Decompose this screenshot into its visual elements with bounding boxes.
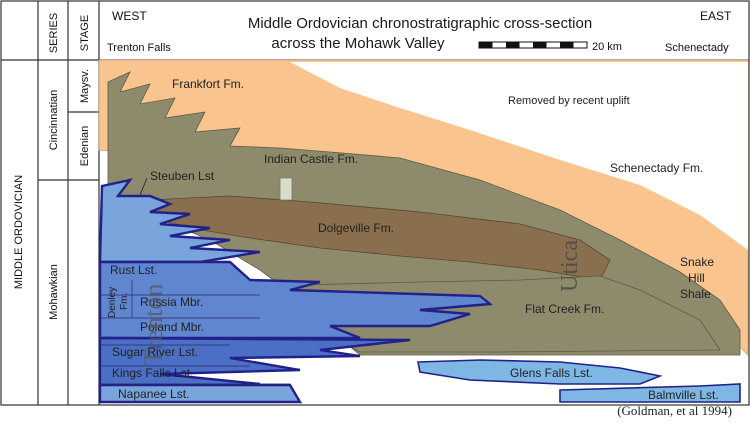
- label-utica: Utica: [557, 240, 583, 292]
- label-steuben: Steuben Lst: [150, 169, 215, 183]
- label-russia: Russia Mbr.: [140, 295, 203, 309]
- balmville-limestone: [559, 383, 741, 403]
- system-label-text: MIDDLE ORDOVICIAN: [13, 175, 25, 289]
- label-denley-2: Fm.: [119, 293, 130, 310]
- bedding-lines: [100, 280, 290, 385]
- scale-bar: [478, 41, 588, 49]
- stage-maysville: Maysv.: [79, 69, 91, 103]
- steuben-limestone: [279, 177, 293, 201]
- scale-label: 20 km: [592, 41, 622, 53]
- label-schenectady: Schenectady Fm.: [610, 161, 703, 175]
- east-place: Schenectady: [665, 42, 729, 54]
- label-denley-1: Denley: [107, 287, 118, 318]
- series-cincinnatian: Cincinnatian: [48, 90, 60, 151]
- label-poland: Poland Mbr.: [140, 320, 204, 334]
- label-sugar-river: Sugar River Lst.: [112, 345, 198, 359]
- label-snake-hill-1: Snake: [680, 255, 714, 269]
- label-removed: Removed by recent uplift: [508, 95, 630, 107]
- label-indian-castle: Indian Castle Fm.: [264, 152, 358, 166]
- steuben-leader: [139, 177, 148, 196]
- frame: [0, 0, 750, 406]
- stage-header: STAGE: [79, 15, 91, 51]
- stage-edenian: Edenian: [79, 126, 91, 166]
- label-trenton: Trenton: [139, 284, 168, 365]
- east-label: EAST: [700, 9, 732, 23]
- label-snake-hill-3: Shale: [680, 287, 711, 301]
- series-header: SERIES: [48, 13, 60, 53]
- glens-falls-limestone: [417, 359, 663, 385]
- dolgeville-unit: [149, 195, 611, 281]
- label-napanee: Napanee Lst.: [118, 387, 189, 401]
- citation: (Goldman, et al 1994): [617, 403, 732, 418]
- label-frankfort: Frankfort Fm.: [172, 77, 244, 91]
- trenton-blue-mid: [98, 260, 494, 340]
- label-snake-hill-2: Hill: [688, 271, 705, 285]
- title-line-2: across the Mohawk Valley: [271, 35, 445, 52]
- label-balmville: Balmville Lst.: [648, 388, 719, 402]
- label-flat-creek: Flat Creek Fm.: [525, 302, 604, 316]
- west-label: WEST: [112, 9, 147, 23]
- title-line-1: Middle Ordovician chronostratigraphic cr…: [248, 15, 592, 32]
- series-mohawkian: Mohawkian: [48, 264, 60, 320]
- label-dolgeville: Dolgeville Fm.: [318, 221, 394, 235]
- label-rust: Rust Lst.: [110, 263, 157, 277]
- napanee-limestone: [98, 383, 303, 404]
- trenton-light-blue: [98, 178, 261, 264]
- removed-by-uplift-area: [290, 62, 748, 250]
- west-place: Trenton Falls: [107, 42, 171, 54]
- label-glens-falls: Glens Falls Lst.: [510, 366, 593, 380]
- section-body: [98, 59, 749, 404]
- label-kings-falls: Kings Falls Lst.: [112, 366, 193, 380]
